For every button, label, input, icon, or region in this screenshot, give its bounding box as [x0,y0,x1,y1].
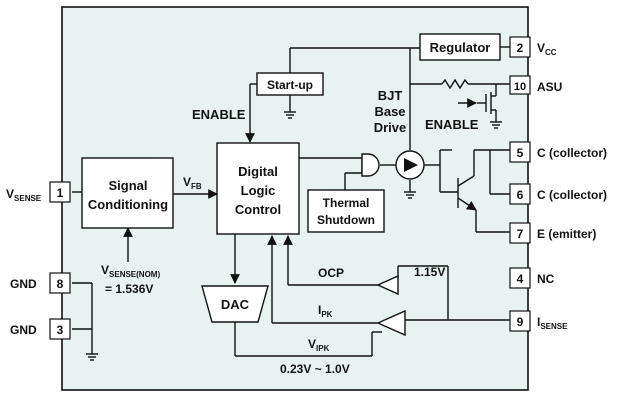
vsense-nom-label: VSENSE(NOM) [101,263,160,279]
ocp-ref-label: 1.15V [414,265,445,279]
startup-block: Start-up [256,72,324,96]
and-gate [361,153,380,177]
svg-text:7: 7 [517,227,524,241]
bjt-label-3: Drive [374,120,407,135]
enable-right-label: ENABLE [425,117,479,132]
pin-9: 9 ISENSE [509,310,568,332]
svg-text:VCC: VCC [537,41,557,57]
pin-3: 3 GND [10,318,71,340]
svg-text:VSENSE: VSENSE [6,187,42,203]
svg-text:5: 5 [517,146,524,160]
svg-text:8: 8 [57,277,64,291]
pin-5: 5 C (collector) [509,141,607,163]
ipk-comparator [376,309,406,337]
wires [72,46,510,357]
vfb-label: VFB [183,175,202,191]
pin-7: 7 E (emitter) [509,222,596,244]
pin-10: 10 ASU [509,75,562,95]
digital-logic-label-2: Logic [241,183,276,198]
dac-block: DAC [201,285,269,323]
ocp-comparator [376,274,399,296]
vsense-nom-value: = 1.536V [105,282,153,296]
svg-text:NC: NC [537,272,555,286]
bjt-label-1: BJT [378,88,403,103]
digital-logic-label-3: Control [235,202,281,217]
svg-text:ISENSE: ISENSE [537,315,568,331]
thermal-shutdown-block: Thermal Shutdown [307,189,385,233]
pin-8: 8 GND [10,272,71,294]
svg-text:2: 2 [517,41,524,55]
svg-text:1: 1 [57,186,64,200]
regulator-label: Regulator [430,40,491,55]
svg-text:10: 10 [514,81,526,93]
digital-logic-control-block: Digital Logic Control [216,142,300,235]
pin-2: 2 VCC [509,36,557,58]
pin-6: 6 C (collector) [509,183,607,205]
range-label: 0.23V ~ 1.0V [280,362,350,376]
vipk-label: VIPK [308,337,330,353]
signal-conditioning-label-1: Signal [108,178,147,193]
ground-symbols [86,111,502,361]
bjt-label-2: Base [374,104,405,119]
dac-label: DAC [221,297,250,312]
startup-label: Start-up [267,78,313,92]
regulator-block: Regulator [419,33,501,61]
enable-left-label: ENABLE [192,107,246,122]
svg-text:9: 9 [517,315,524,329]
pin-4: 4 NC [509,267,555,289]
thermal-label-1: Thermal [323,196,370,210]
svg-text:3: 3 [57,323,64,337]
thermal-label-2: Shutdown [317,213,375,227]
bjt-drive-symbol [395,150,425,180]
svg-text:C (collector): C (collector) [537,188,607,202]
svg-text:4: 4 [517,272,524,286]
svg-text:E (emitter): E (emitter) [537,227,596,241]
ipk-label: IPK [318,303,333,319]
signal-conditioning-block: Signal Conditioning [81,157,174,229]
pin-1: 1 VSENSE [6,181,71,203]
ocp-label: OCP [318,266,344,280]
svg-text:6: 6 [517,188,524,202]
svg-text:C (collector): C (collector) [537,146,607,160]
svg-text:GND: GND [10,277,37,291]
svg-text:GND: GND [10,323,37,337]
svg-text:ASU: ASU [537,80,562,94]
signal-conditioning-label-2: Conditioning [88,197,168,212]
digital-logic-label-1: Digital [238,164,278,179]
